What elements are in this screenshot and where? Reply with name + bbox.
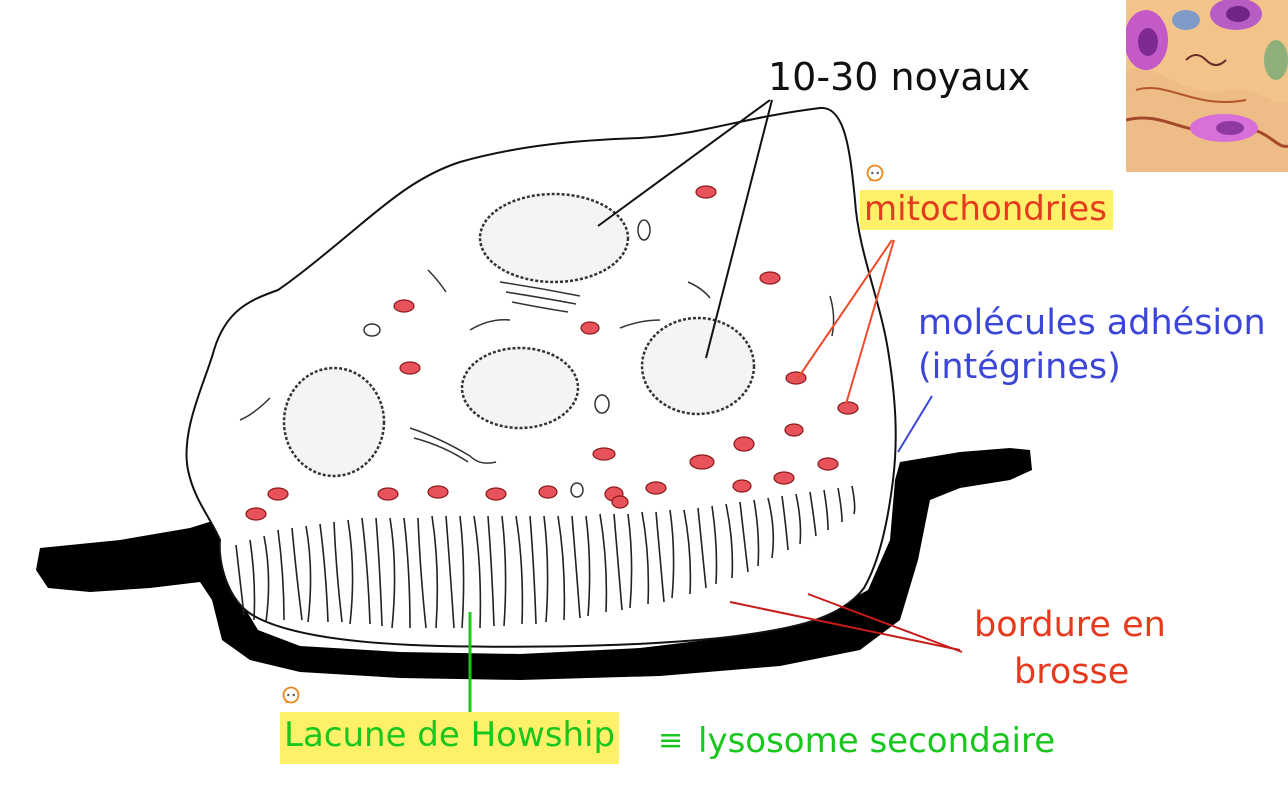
label-bordure-line2: brosse (1014, 652, 1130, 692)
noyaux-pointer-1 (597, 99, 771, 227)
nucleus-4 (282, 366, 386, 478)
label-equivalence-symbol: ≡ (658, 723, 684, 758)
brush-border-microvilli (235, 485, 856, 629)
nuclei (282, 192, 756, 478)
pointer-lines (468, 99, 963, 712)
speech-bubble-icon[interactable] (866, 164, 884, 182)
bordure-pointer-2 (807, 593, 963, 653)
other-organelles (239, 219, 835, 498)
label-noyaux: 10-30 noyaux (768, 55, 1031, 99)
bone-matrix (36, 448, 1032, 680)
nucleus-2 (640, 316, 756, 416)
noyaux-pointer-2 (705, 99, 773, 359)
mito-pointer-2 (845, 239, 895, 405)
label-lysosome: lysosome secondaire (698, 721, 1056, 761)
nucleus-3 (460, 346, 580, 430)
adhesion-pointer (897, 395, 933, 453)
label-bordure-line1: bordure en (974, 605, 1166, 645)
mitochondria (245, 185, 859, 521)
label-adhesion-line1: molécules adhésion (918, 303, 1266, 343)
label-mitochondries: mitochondries (860, 190, 1113, 230)
speech-bubble-icon[interactable] (282, 686, 300, 704)
mito-pointer-1 (797, 239, 893, 379)
histology-micrograph-thumbnail (1126, 0, 1288, 172)
nucleus-1 (478, 192, 630, 284)
label-adhesion-line2: (intégrines) (918, 347, 1121, 387)
label-lacune-howship: Lacune de Howship (280, 712, 620, 764)
bordure-pointer-1 (729, 601, 961, 651)
